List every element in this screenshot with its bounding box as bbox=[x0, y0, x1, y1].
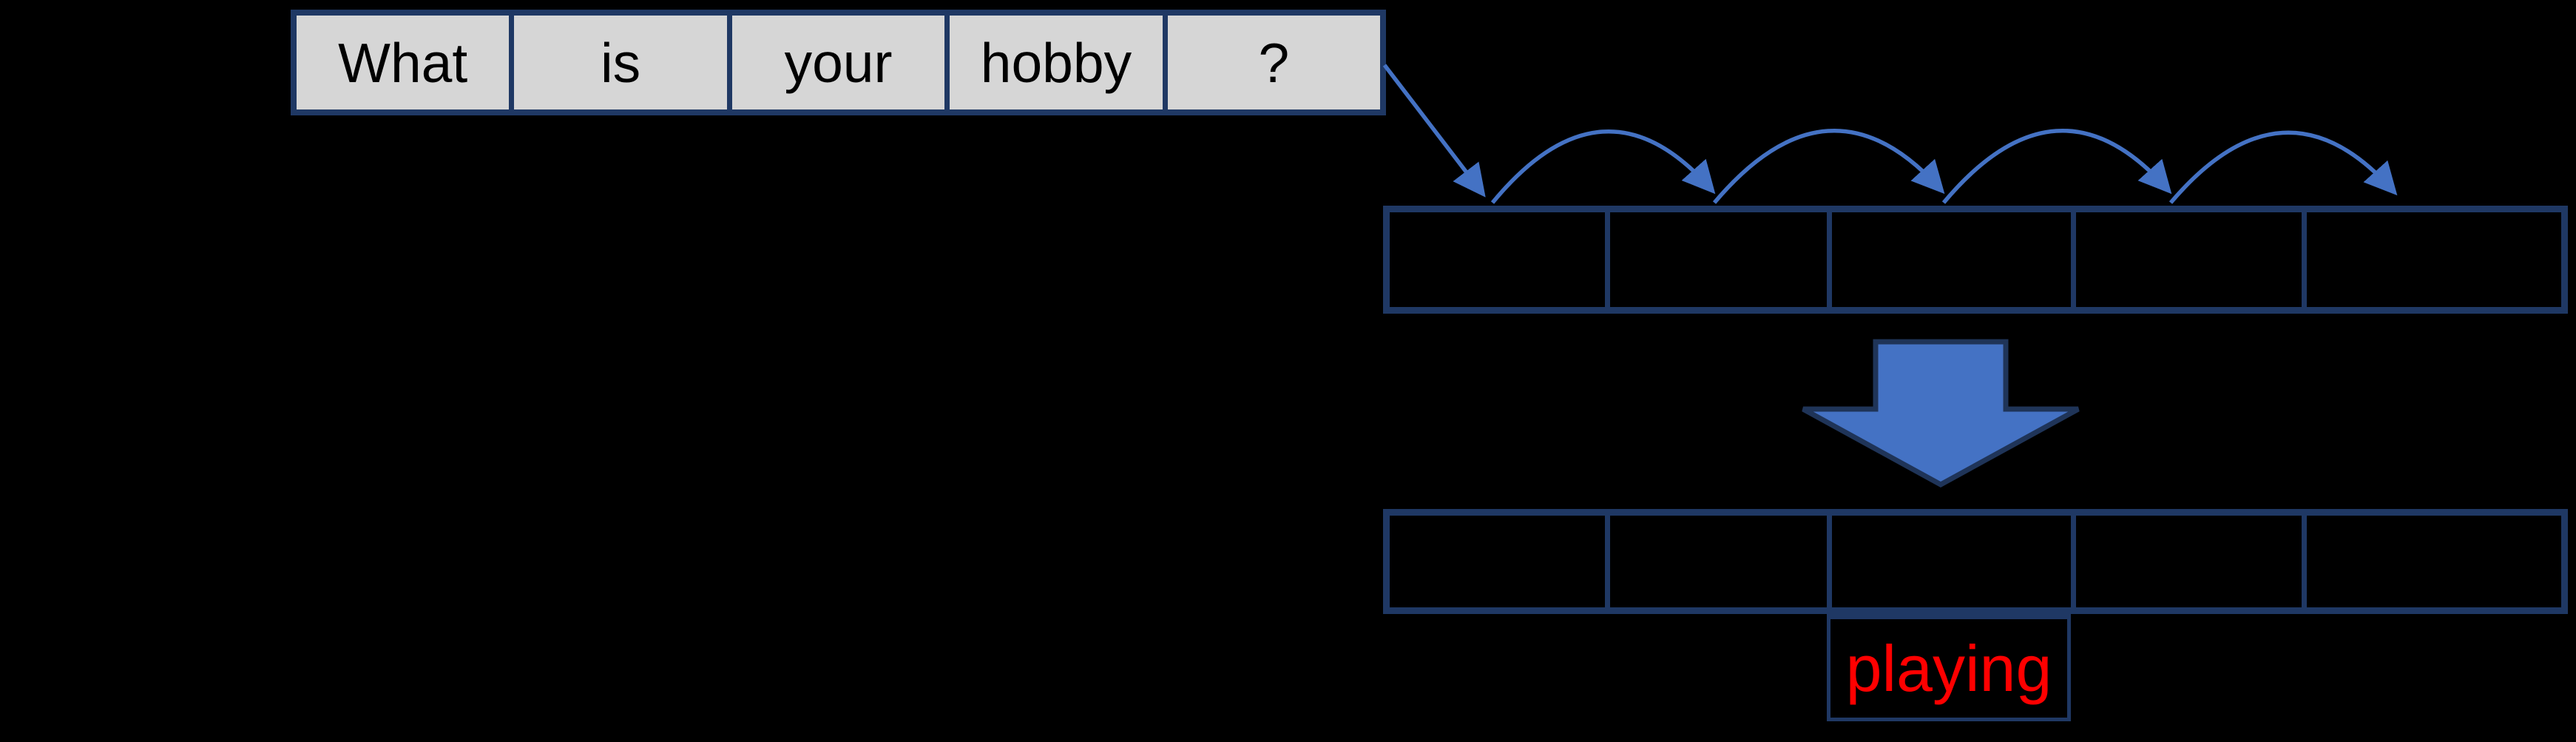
hop-arc-icon bbox=[1712, 128, 1945, 204]
hop-arc-icon bbox=[1490, 129, 1716, 204]
hop-arc-icon bbox=[2168, 130, 2398, 204]
word-cell: What bbox=[338, 31, 468, 94]
flow-arrow-icon bbox=[1382, 64, 1486, 198]
down-block-arrow-icon bbox=[1802, 339, 2080, 488]
output-box: playing bbox=[1827, 614, 2071, 721]
sentence-table: What is your hobby ? bbox=[291, 10, 1386, 115]
word-cell: is bbox=[509, 16, 726, 109]
embedding-cell bbox=[1390, 516, 1605, 607]
token-cell bbox=[2302, 212, 2561, 307]
embedding-cell bbox=[1827, 516, 2071, 607]
word-cell: ? bbox=[1162, 16, 1380, 109]
embedding-cell bbox=[1605, 516, 1827, 607]
token-row bbox=[1383, 206, 2568, 314]
output-label: playing bbox=[1845, 631, 2052, 705]
token-cell bbox=[1605, 212, 1827, 307]
token-cell bbox=[2071, 212, 2302, 307]
token-cell bbox=[1390, 212, 1605, 307]
hop-arc-icon bbox=[1941, 128, 2172, 204]
embedding-cell bbox=[2302, 516, 2561, 607]
token-cell bbox=[1827, 212, 2071, 307]
word-cell: hobby bbox=[944, 16, 1162, 109]
embedding-row bbox=[1383, 509, 2568, 614]
embedding-cell bbox=[2071, 516, 2302, 607]
word-cell: your bbox=[726, 16, 944, 109]
